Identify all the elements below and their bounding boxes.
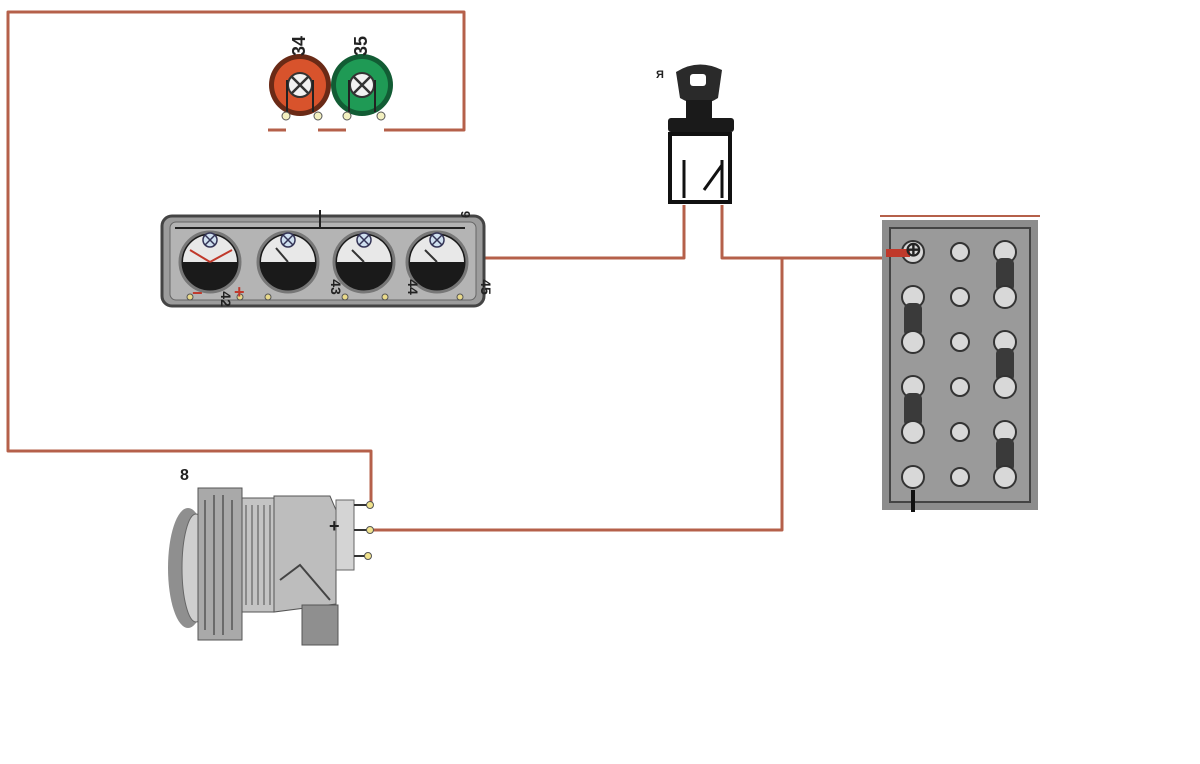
alternator-number: 8 bbox=[180, 467, 189, 484]
battery-cell-link bbox=[996, 258, 1014, 292]
battery-terminal bbox=[950, 332, 970, 352]
instrument-panel bbox=[160, 210, 486, 308]
alternator-plus-sign: + bbox=[329, 516, 340, 536]
switch-number: Я bbox=[656, 69, 664, 81]
gauge-45-number: 45 bbox=[477, 279, 494, 295]
wire-alternator-to-lamp35 bbox=[6, 10, 466, 505]
battery-terminal bbox=[950, 287, 970, 307]
wire-panel-to-switch bbox=[483, 205, 686, 260]
battery-terminal bbox=[993, 375, 1017, 399]
alternator bbox=[168, 487, 374, 646]
panel-terminals bbox=[186, 293, 464, 301]
battery-terminal bbox=[901, 420, 925, 444]
panel-minus-sign: − bbox=[192, 283, 203, 303]
battery-terminal bbox=[950, 422, 970, 442]
battery-terminal bbox=[901, 465, 925, 489]
ignition-switch bbox=[668, 64, 734, 204]
battery-terminal bbox=[950, 377, 970, 397]
battery-terminal bbox=[993, 285, 1017, 309]
battery-terminal bbox=[950, 242, 970, 262]
gauge-42 bbox=[178, 230, 242, 294]
panel-plus-sign: + bbox=[234, 282, 245, 302]
battery-terminal bbox=[950, 467, 970, 487]
battery-terminal bbox=[993, 465, 1017, 489]
battery-cells bbox=[901, 240, 1017, 489]
gauge-45 bbox=[405, 230, 469, 294]
battery-terminal bbox=[901, 330, 925, 354]
gauge-42-number: 42 bbox=[217, 291, 234, 307]
warning-lamp-34 bbox=[269, 54, 331, 121]
battery-cell-link bbox=[904, 303, 922, 337]
gauge-43-number: 43 bbox=[327, 279, 344, 295]
lamp-35-number: 35 bbox=[351, 35, 371, 56]
battery-cell-link bbox=[996, 438, 1014, 472]
alternator-windings bbox=[245, 505, 271, 605]
wires bbox=[6, 10, 900, 532]
wire-switch-to-battery bbox=[720, 205, 900, 260]
battery bbox=[880, 215, 1040, 512]
alternator-fins bbox=[204, 495, 233, 635]
wire-battery-to-alternator bbox=[371, 258, 784, 532]
warning-lamp-35 bbox=[331, 54, 393, 121]
battery-positive-sign: ⊕ bbox=[905, 239, 922, 261]
gauge-44-number: 44 bbox=[404, 279, 421, 295]
battery-cell-link bbox=[996, 348, 1014, 382]
panel-number: 9 bbox=[458, 210, 474, 219]
battery-cell-link bbox=[904, 393, 922, 427]
gauge-44 bbox=[332, 230, 396, 294]
gauge-43 bbox=[256, 230, 320, 294]
lamp-34-number: 34 bbox=[289, 35, 309, 56]
